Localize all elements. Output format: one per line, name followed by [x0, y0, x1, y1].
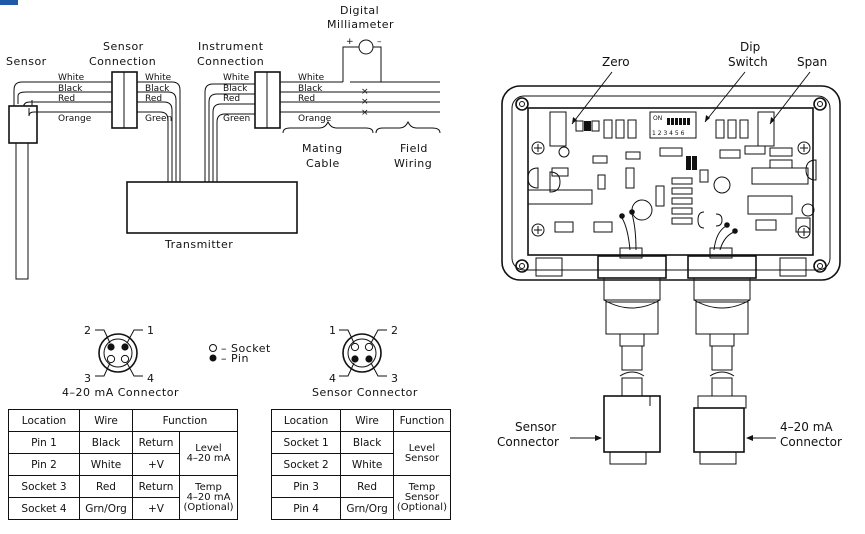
connector-sensor: 1 2 4 3 Sensor Connector	[312, 324, 418, 399]
milliameter: + –	[342, 37, 382, 82]
svg-text:1: 1	[329, 324, 337, 337]
splice-marks: × × ×	[361, 87, 369, 118]
instrument-wire-orange-right: Orange	[298, 114, 332, 124]
label-sensor-connection-2: Connection	[89, 55, 156, 68]
header-function: Function	[132, 409, 238, 432]
field-wires	[280, 81, 440, 113]
label-sensor-connector-1: Sensor	[515, 420, 556, 434]
circuit-board: ON 1 2 3 4 5 6	[527, 107, 817, 256]
svg-text:×: ×	[361, 97, 369, 107]
label-digital: Digital	[340, 4, 379, 17]
header-location: Location	[8, 409, 80, 432]
label-transmitter: Transmitter	[164, 238, 233, 251]
heading-fragment	[0, 0, 18, 5]
svg-text:2: 2	[84, 324, 92, 337]
instrument-wire-white-right: White	[298, 73, 325, 83]
label-span: Span	[797, 55, 827, 69]
instrument-wire-black-left: Black	[223, 84, 248, 94]
table-4-20-ma: Location Wire Function Pin 1 Black Retur…	[8, 409, 238, 520]
instrument-wire-red-right: Red	[298, 94, 315, 104]
svg-text:×: ×	[361, 87, 369, 97]
label-instrument-connection-1: Instrument	[198, 40, 264, 53]
sensor-wire-black-right: Black	[145, 84, 170, 94]
instrument-wire-black-right: Black	[298, 84, 323, 94]
label-mating: Mating	[302, 142, 343, 155]
enclosure	[501, 85, 841, 281]
svg-text:–: –	[377, 37, 382, 47]
sensor-wire-orange-left: Orange	[58, 114, 92, 124]
table-row: Pin 4 Grn/Org	[270, 497, 451, 520]
dip-switch-body	[649, 111, 697, 139]
connector-left-title: 4–20 mA Connector	[62, 386, 179, 399]
label-instrument-connection-2: Connection	[197, 55, 264, 68]
header-location: Location	[270, 409, 342, 432]
sensor-cable	[13, 81, 112, 117]
label-sensor-connection-1: Sensor	[103, 40, 144, 53]
header-function: Function	[392, 409, 452, 432]
header-wire: Wire	[340, 409, 394, 432]
transmitter-box	[126, 181, 298, 234]
sensor-wire-green-right: Green	[145, 114, 172, 124]
field-wiring-brace	[375, 120, 441, 134]
label-cable: Cable	[306, 157, 340, 170]
svg-text:+: +	[346, 37, 354, 47]
svg-text:4: 4	[329, 372, 337, 385]
label-dip: Dip	[740, 40, 760, 54]
instrument-wire-white-left: White	[223, 73, 250, 83]
svg-text:4: 4	[147, 372, 155, 385]
pin-legend: – Socket – Pin	[209, 342, 271, 365]
label-wiring: Wiring	[394, 157, 432, 170]
svg-text:– Socket: – Socket	[221, 342, 271, 355]
table-row: Socket 2 White	[270, 453, 451, 476]
instrument-wire-red-left: Red	[223, 94, 240, 104]
right-cable-gland	[687, 247, 757, 465]
svg-text:1 2 3 4 5 6: 1 2 3 4 5 6	[652, 130, 685, 137]
svg-text:×: ×	[361, 108, 369, 118]
label-ma-connector-2: Connector	[780, 435, 842, 449]
header-wire: Wire	[79, 409, 133, 432]
table-row: Pin 2 White +V	[8, 453, 238, 476]
table-sensor: Location Wire Function Socket 1 Black Le…	[270, 409, 452, 520]
label-switch: Switch	[728, 55, 768, 69]
instrument-wire-green-left: Green	[223, 114, 250, 124]
connector-right-title: Sensor Connector	[312, 386, 418, 399]
sensor-probe	[8, 100, 38, 280]
svg-text:– Pin: – Pin	[221, 352, 249, 365]
label-sensor-connector-2: Connector	[497, 435, 559, 449]
label-field: Field	[400, 142, 428, 155]
sensor-wire-red-right: Red	[145, 94, 162, 104]
svg-text:2: 2	[391, 324, 399, 337]
svg-text:3: 3	[84, 372, 92, 385]
label-sensor: Sensor	[6, 55, 47, 68]
sensor-wire-white-left: White	[58, 73, 85, 83]
connector-4-20-ma: 2 1 3 4 4–20 mA Connector	[62, 324, 179, 399]
svg-text:3: 3	[391, 372, 399, 385]
table-row: Socket 4 Grn/Org +V	[8, 497, 238, 520]
table-header: Location Wire Function	[270, 409, 452, 432]
left-cable-gland	[597, 247, 667, 465]
sensor-wire-red-left: Red	[58, 94, 75, 104]
sensor-wire-black-left: Black	[58, 84, 83, 94]
mating-cable-brace	[282, 120, 374, 134]
svg-text:ON: ON	[653, 115, 662, 122]
label-zero: Zero	[602, 55, 630, 69]
svg-text:1: 1	[147, 324, 155, 337]
table-header: Location Wire Function	[8, 409, 238, 432]
label-ma-connector-1: 4–20 mA	[780, 420, 833, 434]
label-milliameter: Milliameter	[327, 18, 394, 31]
sensor-wire-white-right: White	[145, 73, 172, 83]
